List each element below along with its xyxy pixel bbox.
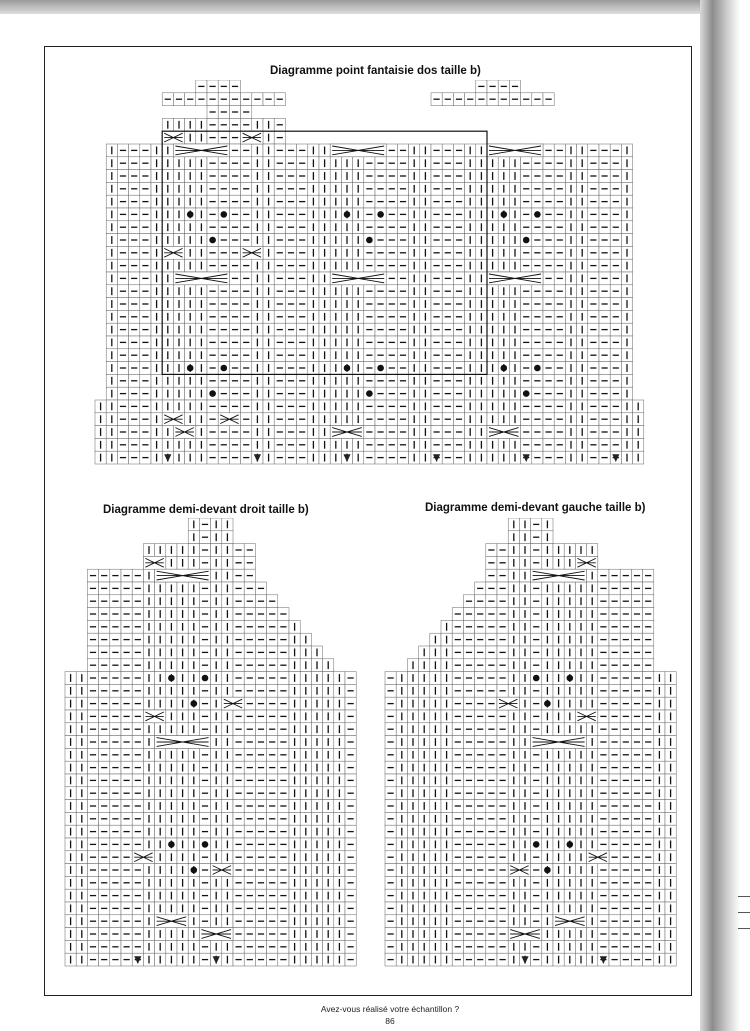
bobble-dot: [534, 211, 541, 218]
cable-cross-lines: [588, 852, 608, 863]
knitting-chart-back: [94, 80, 645, 465]
diagram-title-left-front: Diagramme demi-devant gauche taille b): [425, 502, 646, 514]
bobble-dot: [168, 841, 175, 848]
knitting-chart-left-front: [384, 518, 677, 967]
page-number: 86: [385, 1016, 395, 1026]
diagram-title-back: Diagramme point fantaisie dos taille b): [270, 65, 481, 77]
cable-cross-lines: [488, 145, 542, 156]
decrease-triangle: [599, 956, 607, 964]
cable-cross-lines: [488, 427, 519, 437]
book-spine-shadow: [700, 0, 750, 1031]
cable-cross-lines: [554, 916, 585, 927]
bobble-dot: [522, 390, 530, 397]
repeat-frame: [161, 130, 488, 375]
cable-cross-lines: [156, 737, 209, 747]
cable-cross-lines: [510, 865, 529, 875]
bobble-dot: [343, 364, 351, 372]
cable-cross-lines: [498, 698, 518, 709]
cable-cross-lines: [156, 570, 209, 581]
decrease-triangle: [521, 956, 529, 964]
scan-top-shadow: [0, 0, 750, 16]
bobble-dot: [343, 211, 351, 218]
cable-cross-lines: [510, 929, 540, 939]
bobble-dot: [377, 211, 384, 218]
decrease-triangle: [253, 454, 261, 462]
cable-cross-lines: [532, 737, 585, 747]
cable-cross-lines: [201, 929, 232, 939]
bobble-dot: [366, 390, 373, 397]
bobble-dot: [201, 674, 209, 682]
bobble-dot: [544, 866, 551, 874]
decrease-triangle: [164, 454, 172, 462]
bobble-dot: [190, 700, 198, 707]
bobble-dot: [532, 674, 540, 682]
decrease-triangle: [212, 956, 220, 964]
cable-cross-lines: [577, 711, 596, 722]
decrease-triangle: [522, 454, 530, 462]
page-frame: [44, 46, 692, 996]
cable-cross-lines: [175, 427, 194, 437]
cable-cross-lines: [164, 247, 183, 258]
bobble-dot: [522, 236, 530, 244]
cable-cross-lines: [223, 698, 243, 709]
footer-text: Avez-vous réalisé votre échantillon ?: [320, 1004, 460, 1014]
cable-cross-lines: [332, 273, 385, 284]
bobble-dot: [209, 390, 216, 397]
cable-cross-lines: [577, 557, 596, 568]
cable-cross-lines: [242, 132, 262, 143]
bobble-dot: [366, 236, 373, 244]
decrease-triangle: [343, 454, 351, 462]
cable-cross-lines: [175, 273, 228, 284]
top-tabs: [161, 80, 555, 106]
decrease-triangle: [134, 956, 142, 964]
cable-cross-lines: [145, 711, 164, 722]
cable-cross-lines: [332, 145, 385, 156]
cable-cross-lines: [164, 414, 183, 425]
bobble-dot: [377, 364, 384, 372]
cable-cross-lines: [156, 916, 187, 927]
cable-cross-lines: [212, 865, 232, 875]
cable-cross-lines: [532, 570, 585, 581]
cable-cross-lines: [242, 247, 262, 258]
bobble-dot: [186, 211, 194, 218]
decrease-triangle: [433, 454, 441, 462]
cable-cross-lines: [145, 557, 164, 568]
diagram-title-right-front: Diagramme demi-devant droit taille b): [103, 504, 309, 516]
bobble-dot: [220, 211, 228, 218]
bobble-dot: [500, 211, 508, 218]
cable-cross-lines: [134, 852, 153, 863]
bobble-dot: [186, 364, 194, 372]
bobble-dot: [532, 841, 540, 848]
bobble-dot: [544, 700, 551, 707]
bobble-dot: [209, 236, 216, 244]
cable-cross-lines: [164, 132, 183, 143]
bobble-dot: [566, 841, 574, 848]
bobble-dot: [534, 364, 541, 372]
bobble-dot: [190, 866, 198, 874]
bobble-dot: [201, 841, 209, 848]
cable-cross-lines: [175, 145, 228, 156]
cable-cross-lines: [332, 427, 362, 437]
bobble-dot: [168, 674, 175, 682]
decrease-triangle: [612, 454, 620, 462]
bobble-dot: [220, 364, 228, 372]
bobble-dot: [566, 674, 574, 682]
cable-cross-lines: [220, 414, 239, 425]
cable-cross-lines: [488, 273, 542, 284]
knitting-chart-right-front: [64, 518, 357, 967]
bobble-dot: [500, 364, 508, 372]
